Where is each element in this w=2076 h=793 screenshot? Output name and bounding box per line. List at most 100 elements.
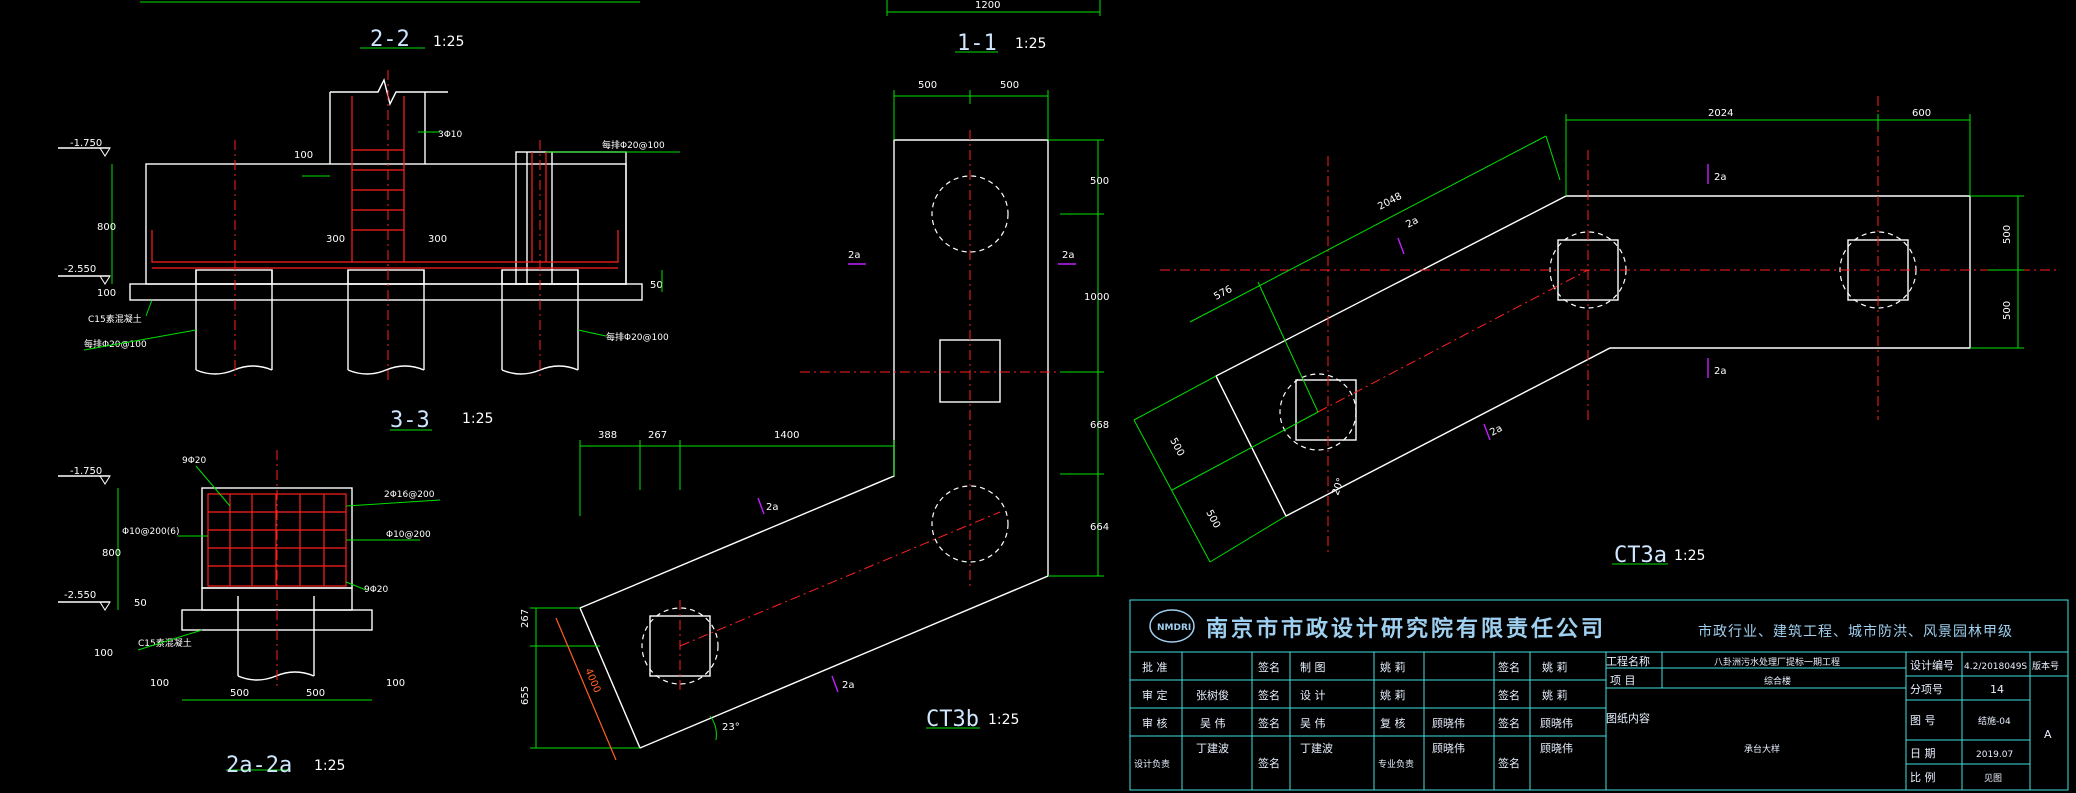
ct3a-mark-2a-3: 2a [1404,215,1420,231]
ct3a-dim-r500a: 500 [2002,225,2013,244]
elev-2550-33: -2.550 [64,264,96,275]
tb-r2-c2: 张树俊 [1196,688,1229,702]
section-3-3: -1.750 -2.550 800 100 3Φ10 每排Φ20@100 300… [58,70,680,433]
tb-r1-c7: 姚 莉 [1542,660,1568,674]
tb-r3-c8: 顾晓伟 [1540,717,1573,730]
section-2-2-title: 2-2 [370,27,410,52]
ct3a-dim-600: 600 [1912,108,1931,119]
dim-800-33: 800 [97,222,116,233]
tb-r3-c4: 吴 伟 [1300,717,1326,730]
dim-100b-2a: 100 [386,678,405,689]
note-2phi16: 2Φ16@200 [384,490,435,500]
elev-1750-33: -1.750 [70,138,102,149]
design-no: 4.2/2018049S [1964,662,2027,672]
ct3b-scale: 1:25 [988,712,1019,728]
elev-1750-2a: -1.750 [70,466,102,477]
ct3b-angle: 23° [722,722,740,733]
dim-500b-2a: 500 [306,688,325,699]
note-phi10-right: Φ10@200 [386,530,431,540]
ct3b-dim-top500a: 500 [918,80,937,91]
proj-name-label: 工程名称 [1606,654,1650,668]
drawing-no-label: 图 号 [1910,714,1936,727]
ct3b-dim-r500: 500 [1090,176,1109,187]
tb-r2-c7: 姚 莉 [1542,688,1568,702]
ct3b-dim-r1000: 1000 [1084,292,1109,303]
note-bar-bottom-right: 每排Φ20@100 [606,331,669,343]
section-3-3-scale: 1:25 [462,411,493,427]
section-1-1-scale: 1:25 [1015,36,1046,52]
tb-r4-c8: 顾晓伟 [1540,742,1573,755]
ct3a-mark-2a-4: 2a [1488,423,1504,439]
tb-r1-c1: 批 准 [1142,660,1168,674]
ct3a-title: CT3a [1614,543,1667,568]
drawing-no: 结施-04 [1978,715,2011,727]
ct3a-dim-2024: 2024 [1708,108,1733,119]
sub-no-label: 分项号 [1910,683,1943,696]
qualification: 市政行业、建筑工程、城市防洪、风景园林甲级 [1698,623,2013,640]
note-9phi20-bot: 9Φ20 [364,585,389,595]
tb-r3-c1: 审 核 [1142,716,1168,730]
tb-r2-c4: 设 计 [1300,689,1326,702]
ct3b-dim-l655: 655 [520,686,531,705]
dim-300b: 300 [428,234,447,245]
tb-r4-c5: 专业负责 [1378,758,1414,770]
tb-r3-c2: 吴 伟 [1200,717,1226,730]
note-c15-33: C15素混凝土 [88,313,142,325]
company-name: 南京市市政设计研究院有限责任公司 [1206,616,1606,642]
content-label: 图纸内容 [1606,711,1650,725]
ct3b-mark-2a-4: 2a [842,680,855,691]
note-bar-top-right: 每排Φ20@100 [602,139,665,151]
dim-500a-2a: 500 [230,688,249,699]
tb-r1-c5: 姚 莉 [1380,660,1406,674]
ct3b-dim-1400: 1400 [774,430,799,441]
ct3b-dim-r668: 668 [1090,420,1109,431]
design-no-label: 设计编号 [1910,658,1954,672]
dim-100a-2a: 100 [150,678,169,689]
ct3a-dim-2048: 2048 [1376,191,1404,213]
tb-r4-c4: 丁建波 [1300,741,1333,755]
section-1-1: 1200 1-1 1:25 [886,0,1101,56]
ct3b-title: CT3b [926,707,979,732]
logo-text: NMDRI [1157,623,1191,633]
tb-r4-c2: 丁建波 [1196,741,1229,755]
ct3b-mark-2a-2: 2a [1062,250,1075,261]
dim-800-2a: 800 [102,548,121,559]
logo-icon [1149,609,1195,643]
dim-100-33: 100 [97,288,116,299]
tb-r3-c7: 签名 [1498,716,1520,730]
ct3a-mark-2a-1: 2a [1714,172,1727,183]
dim-50-2a: 50 [134,598,147,609]
tb-r2-c5: 姚 莉 [1380,688,1406,702]
proj-name: 八卦洲污水处理厂提标一期工程 [1714,656,1840,668]
ct3a-dim-r500b: 500 [2002,301,2013,320]
tb-r3-c3: 签名 [1258,716,1280,730]
dim-100-2a: 100 [94,648,113,659]
section-2a-scale: 1:25 [314,758,345,774]
item-value: 综合楼 [1764,675,1791,687]
elev-2550-2a: -2.550 [64,590,96,601]
dim-100-top: 100 [294,150,313,161]
tb-r3-c6: 顾晓伟 [1432,717,1465,730]
tb-r4-c3: 签名 [1258,756,1280,770]
note-9phi20-top: 9Φ20 [182,456,207,466]
ct3b-dim-l267: 267 [520,609,531,628]
dim-50-33: 50 [650,280,663,291]
tb-r2-c3: 签名 [1258,688,1280,702]
ct3a-dim-576: 576 [1212,284,1234,303]
dim-300a: 300 [326,234,345,245]
content-value: 承台大样 [1744,743,1780,755]
section-3-3-title: 3-3 [390,408,430,433]
tb-r3-c5: 复 核 [1380,716,1406,730]
ct3a-dim-l500a: 500 [1167,436,1186,458]
item-label: 项 目 [1610,674,1636,687]
section-2a-title: 2a-2a [226,753,292,778]
plan-ct3a: 2024 600 2048 576 500 500 500 500 20° 2a… [1133,96,2060,568]
tb-r1-c4: 制 图 [1300,661,1326,674]
section-2-2: 2-2 1:25 [140,1,640,52]
note-phi10-left: Φ10@200(6) [122,527,179,537]
tb-r1-c3: 签名 [1258,660,1280,674]
ct3b-dim-267: 267 [648,430,667,441]
section-2a-2a: -1.750 -2.550 800 50 100 9Φ20 2Φ16@200 Φ… [58,450,441,778]
date-value: 2019.07 [1976,750,2013,760]
ct3a-dim-l500b: 500 [1203,508,1222,530]
